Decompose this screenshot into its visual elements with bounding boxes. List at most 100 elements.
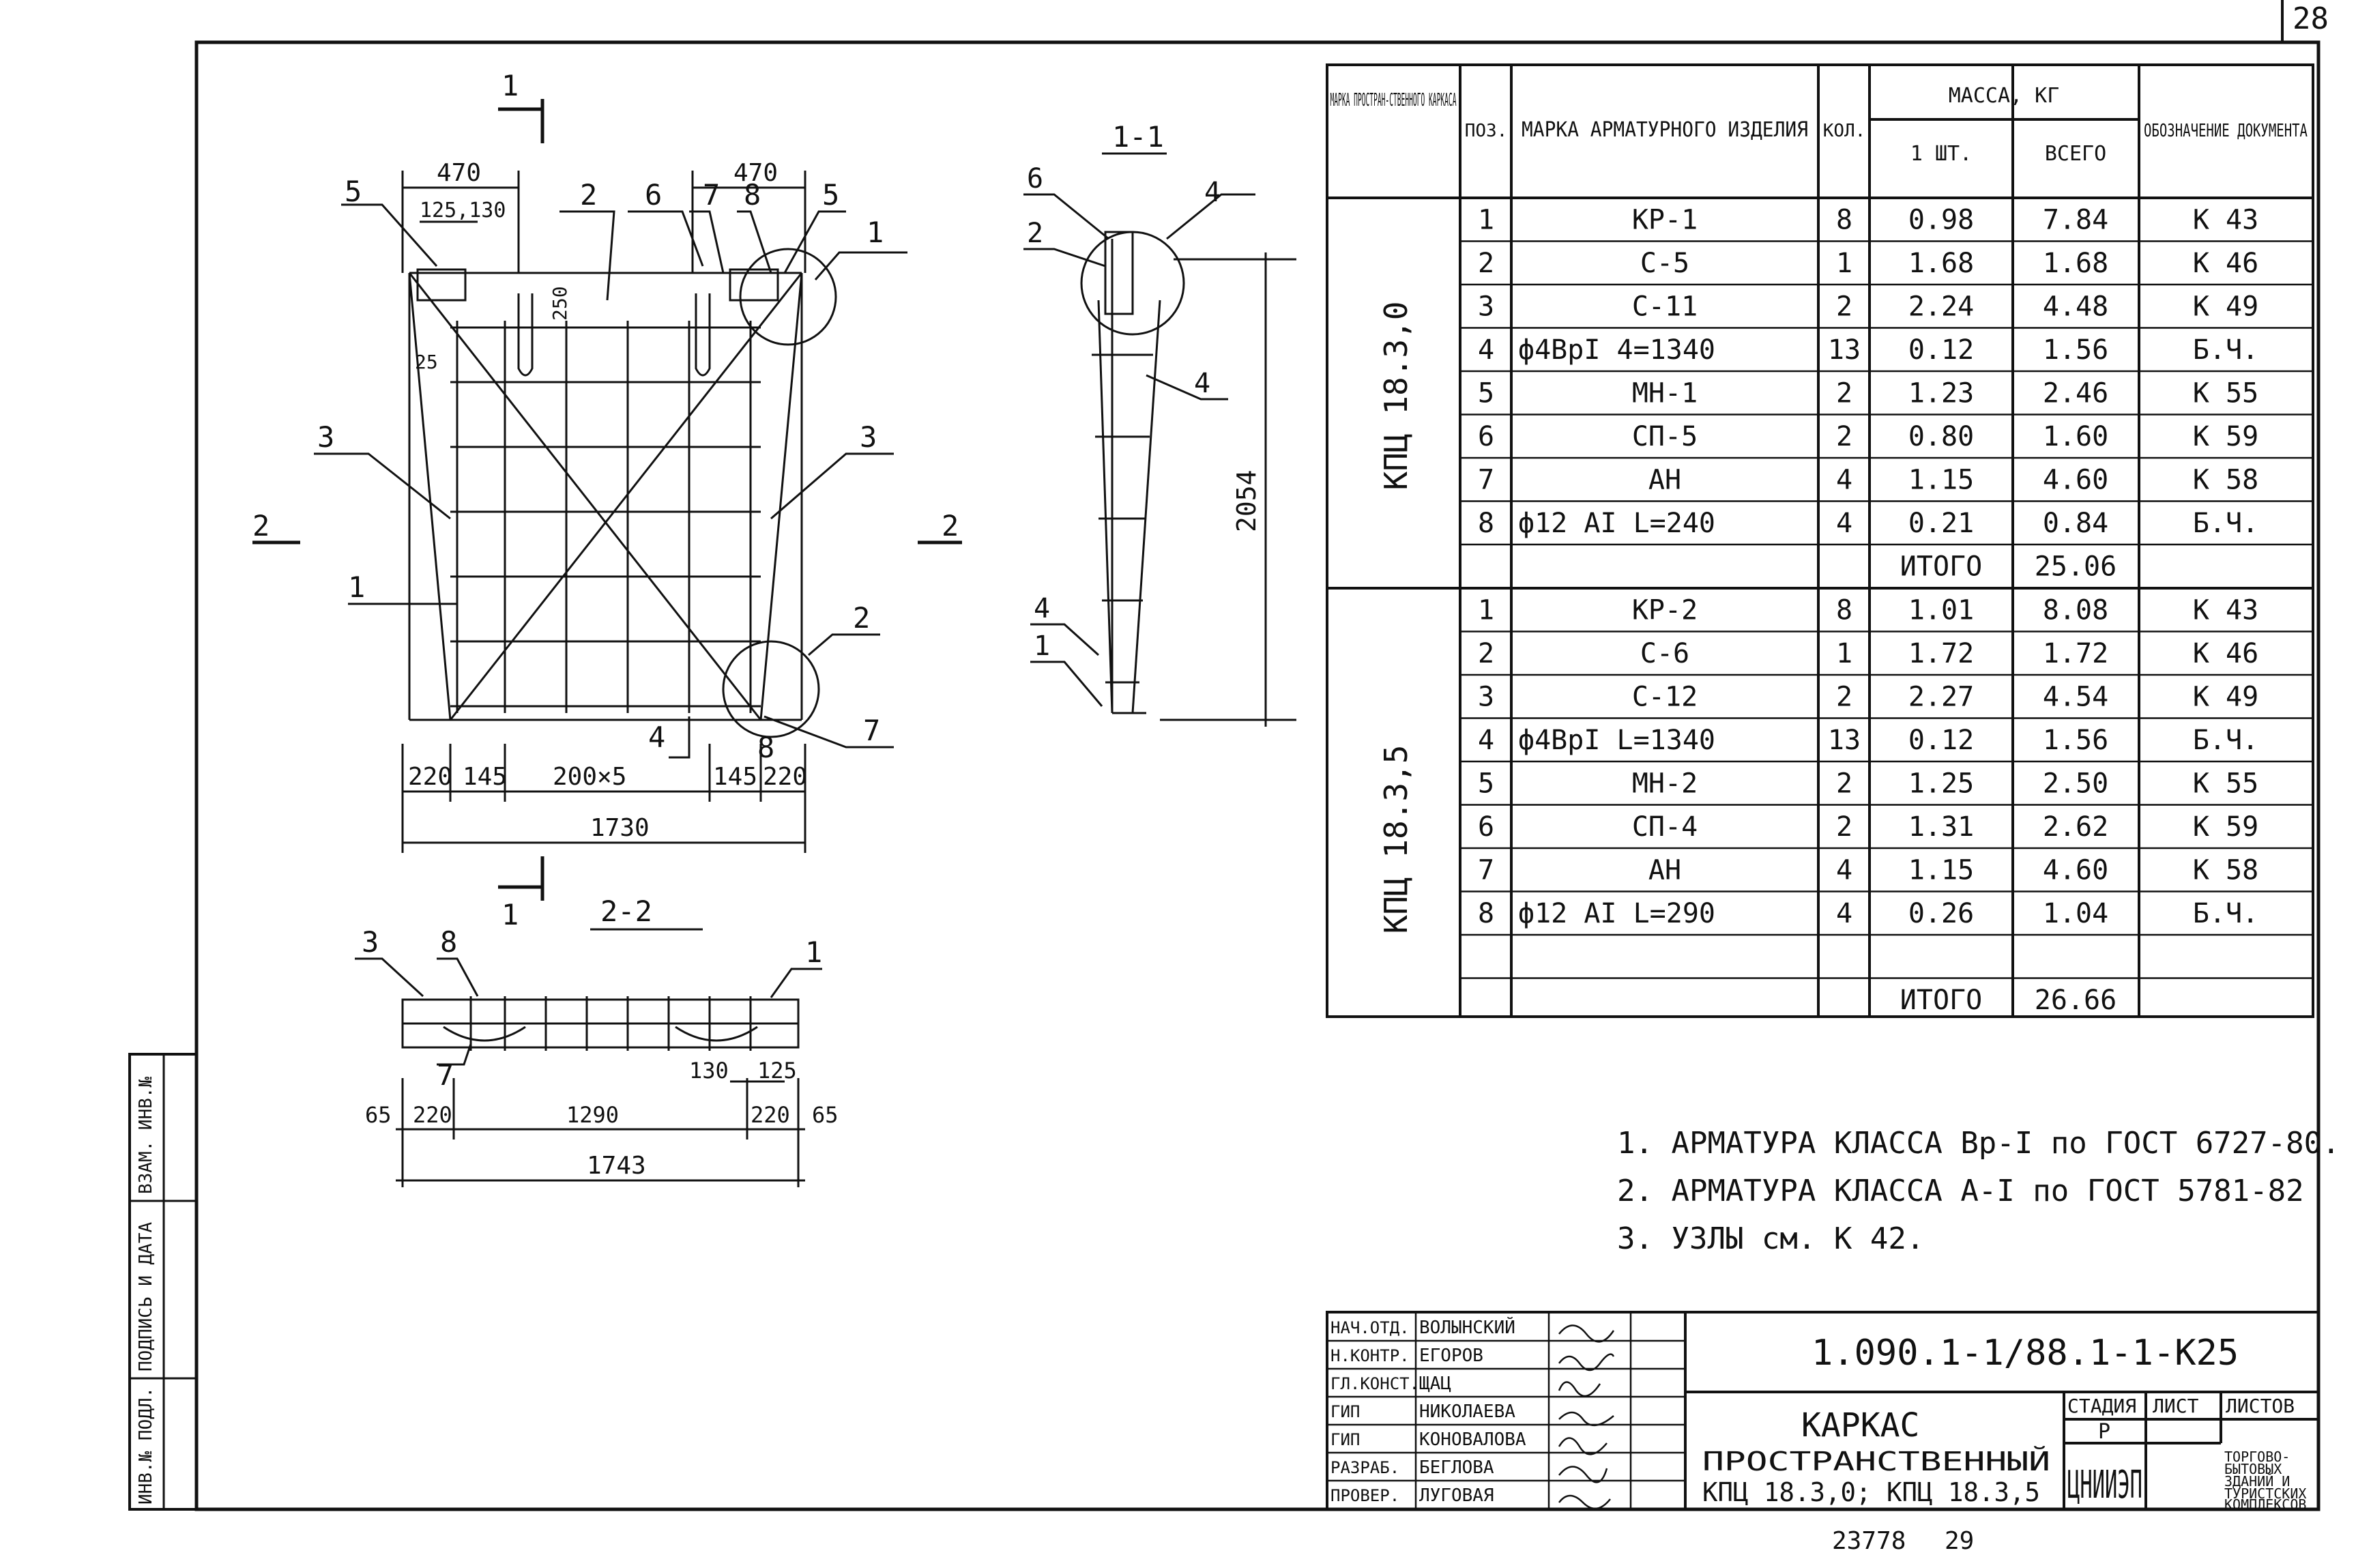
dim-2054: 2054 <box>1232 469 1262 532</box>
spec-cell-pos: 8 <box>1478 898 1494 929</box>
tb-role: ГИП <box>1330 1430 1360 1449</box>
title-line-2: ПРОСТРАНСТВЕННЫЙ <box>1702 1447 2050 1477</box>
plan-view: 1 1 2 2 5 2 6 7 8 5 1 3 3 1 2 7 4 8 470 … <box>252 69 962 931</box>
dim-470-right: 470 <box>733 159 778 187</box>
side-stamp-2: ПОДПИСЬ И ДАТА <box>136 1222 156 1371</box>
hdr-mass-one: 1 ШТ. <box>1910 142 1972 166</box>
note-2: 2. АРМАТУРА КЛАССА А-I по ГОСТ 5781-82 <box>1617 1174 2304 1208</box>
spec-cell-total: 1.72 <box>2043 638 2108 669</box>
tb-name: КОНОВАЛОВА <box>1419 1429 1526 1450</box>
spec-cell-pos: 6 <box>1478 811 1494 843</box>
dim-125: 125 <box>757 1058 797 1084</box>
spec-cell-total: 1.60 <box>2043 421 2108 452</box>
group-name-1: КПЦ 18.3,0 <box>1378 302 1414 491</box>
callout-8-s22: 8 <box>440 925 457 959</box>
spec-cell-mark: ф4ВрI L=1340 <box>1518 725 1715 756</box>
section-mark-1-top: 1 <box>501 69 519 102</box>
spec-cell-mark: МН-2 <box>1632 768 1698 800</box>
spec-cell-doc: К 59 <box>2193 421 2258 452</box>
spec-cell-one: 1.23 <box>1908 378 1974 409</box>
spec-cell-total: 8.08 <box>2043 595 2108 626</box>
spec-cell-total: 1.68 <box>2043 248 2108 279</box>
spec-cell-mark: С-5 <box>1640 248 1689 279</box>
spec-cell-pos: 7 <box>1478 465 1494 496</box>
notes: 1. АРМАТУРА КЛАССА Вр-I по ГОСТ 6727-80.… <box>1617 1126 2340 1256</box>
callout-1-right: 1 <box>867 216 884 249</box>
spec-cell-mark: ф4ВрI 4=1340 <box>1518 334 1715 366</box>
spec-cell-doc: К 49 <box>2193 682 2258 713</box>
side-stamp-3: ВЗАМ. ИНВ.№ <box>136 1076 156 1194</box>
section-1-1: 1-1 2054 6 2 4 4 4 1 <box>1023 120 1296 727</box>
spec-cell-mark: С-12 <box>1632 682 1698 713</box>
spec-cell-pos: 8 <box>1478 508 1494 539</box>
spec-cell-doc: К 43 <box>2193 595 2258 626</box>
spec-cell-one: 1.31 <box>1908 811 1974 843</box>
org-desc-2: БЫТОВЫХ <box>2224 1461 2282 1477</box>
spec-cell-one: 0.80 <box>1908 421 1974 452</box>
spec-cell-total: 7.84 <box>2043 205 2108 236</box>
doc-code: 1.090.1-1/88.1-1-К25 <box>1812 1333 2239 1374</box>
dim-bottom-145-right: 145 <box>713 763 757 791</box>
callout-3-left: 3 <box>317 420 334 454</box>
hdr-mark-frame: МАРКА ПРОСТРАН-СТВЕННОГО КАРКАСА <box>1330 90 1457 111</box>
spec-total-label: ИТОГО <box>1900 985 1982 1016</box>
spec-cell-qty: 2 <box>1836 682 1852 713</box>
callout-6-s11: 6 <box>1027 163 1043 194</box>
stage-label: СТАДИЯ <box>2067 1395 2136 1417</box>
spec-cell-one: 2.24 <box>1908 291 1974 323</box>
callout-8-top: 8 <box>744 178 761 212</box>
spec-cell-total: 4.48 <box>2043 291 2108 323</box>
sheets-label: ЛИСТОВ <box>2226 1395 2295 1417</box>
spec-cell-one: 0.98 <box>1908 205 1974 236</box>
spec-cell-total: 4.60 <box>2043 465 2108 496</box>
callout-6-top: 6 <box>645 178 662 212</box>
spec-cell-one: 1.15 <box>1908 465 1974 496</box>
note-1: 1. АРМАТУРА КЛАССА Вр-I по ГОСТ 6727-80. <box>1617 1126 2340 1161</box>
spec-cell-qty: 2 <box>1836 768 1852 800</box>
hdr-mass-total: ВСЕГО <box>2045 142 2106 166</box>
spec-cell-one: 0.21 <box>1908 508 1974 539</box>
section-mark-2-right: 2 <box>942 509 959 542</box>
spec-total-value: 25.06 <box>2035 551 2117 583</box>
group-name-2: КПЦ 18.3,5 <box>1378 745 1414 934</box>
spec-cell-qty: 13 <box>1828 725 1861 756</box>
spec-cell-mark: АН <box>1648 465 1681 496</box>
hdr-doc: ОБОЗНАЧЕНИЕ ДОКУМЕНТА <box>2144 121 2308 141</box>
spec-cell-qty: 13 <box>1828 334 1861 366</box>
hdr-mass: МАССА, КГ <box>1949 84 2060 108</box>
bottom-number-2: 29 <box>1945 1527 1974 1555</box>
spec-cell-mark: МН-1 <box>1632 378 1698 409</box>
callout-4-s11-top: 4 <box>1204 177 1221 208</box>
spec-row-lines <box>1460 240 2313 979</box>
spec-cell-one: 1.68 <box>1908 248 1974 279</box>
spec-cell-mark: КР-2 <box>1632 595 1698 626</box>
spec-cell-mark: КР-1 <box>1632 205 1698 236</box>
tb-role: ГИП <box>1330 1402 1360 1421</box>
spec-cell-pos: 4 <box>1478 725 1494 756</box>
dim-250: 250 <box>549 286 571 321</box>
spec-cell-qty: 4 <box>1836 898 1852 929</box>
title-block-people: НАЧ.ОТД.ВОЛЫНСКИЙН.КОНТР.ЕГОРОВГЛ.КОНСТ.… <box>1330 1316 1526 1506</box>
spec-cell-pos: 1 <box>1478 205 1494 236</box>
spec-cell-pos: 3 <box>1478 291 1494 323</box>
spec-cell-total: 2.62 <box>2043 811 2108 843</box>
spec-cell-doc: Б.Ч. <box>2193 898 2258 929</box>
spec-cell-doc: К 49 <box>2193 291 2258 323</box>
spec-cell-qty: 2 <box>1836 811 1852 843</box>
hdr-qty: КОЛ. <box>1823 121 1866 141</box>
spec-cell-total: 2.46 <box>2043 378 2108 409</box>
spec-cell-mark: С-6 <box>1640 638 1689 669</box>
spec-cell-pos: 4 <box>1478 334 1494 366</box>
section-2-2-title: 2-2 <box>600 895 652 928</box>
tb-name: ВОЛЫНСКИЙ <box>1419 1316 1515 1338</box>
spec-cell-mark: С-11 <box>1632 291 1698 323</box>
note-3: 3. УЗЛЫ см. К 42. <box>1617 1221 1924 1256</box>
spec-cell-doc: К 59 <box>2193 811 2258 843</box>
dim-s22-220-right: 220 <box>751 1102 790 1128</box>
callout-2-right: 2 <box>853 601 870 635</box>
sheet-number: 28 <box>2293 1 2329 36</box>
spec-cell-pos: 5 <box>1478 768 1494 800</box>
spec-cell-total: 1.04 <box>2043 898 2108 929</box>
spec-cell-total: 2.50 <box>2043 768 2108 800</box>
bottom-number-1: 23778 <box>1832 1527 1906 1555</box>
